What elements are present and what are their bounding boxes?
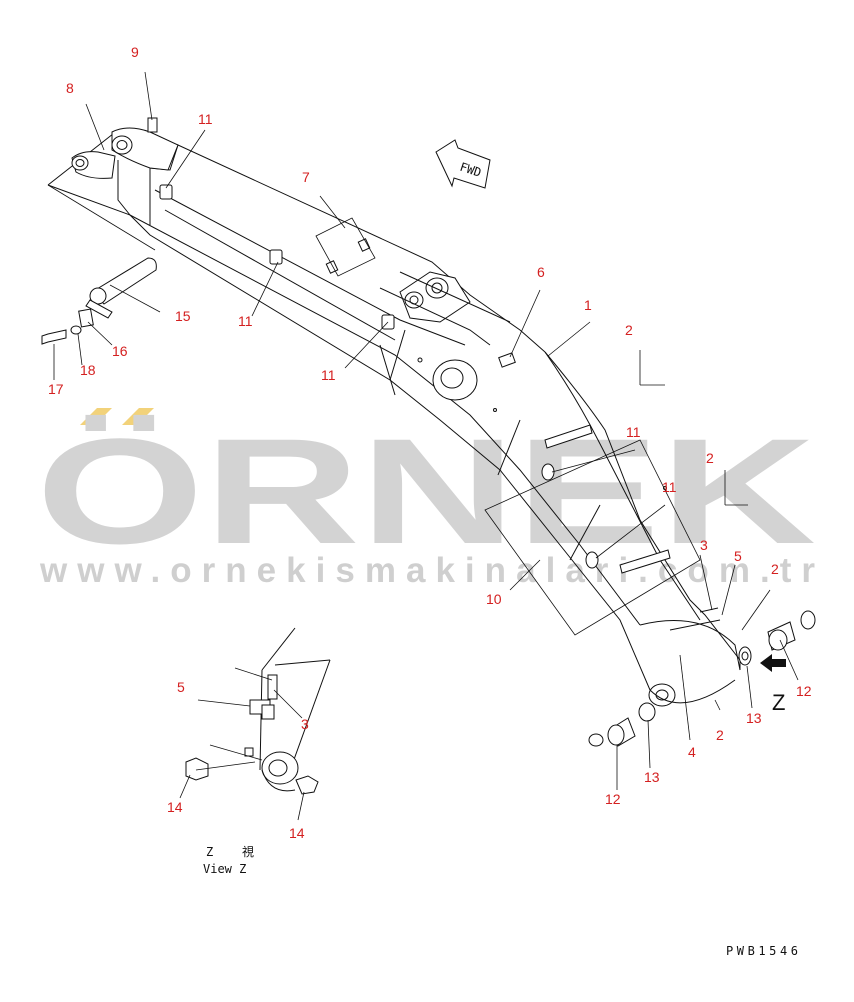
callout-11-right-lower: 11 xyxy=(662,479,677,495)
pin-and-fasteners xyxy=(41,257,157,345)
callout-1: 1 xyxy=(584,297,592,313)
boom-assembly xyxy=(47,117,741,707)
callout-10: 10 xyxy=(486,591,502,607)
view-z-inset xyxy=(185,627,331,795)
callout-5-inset: 5 xyxy=(177,679,185,695)
callout-18: 18 xyxy=(80,362,96,378)
callouts: 9 8 11 7 6 1 2 11 15 16 11 18 17 11 2 11… xyxy=(48,44,812,841)
callout-2-upper: 2 xyxy=(625,322,633,338)
callout-11-top: 11 xyxy=(198,111,213,127)
callout-4: 4 xyxy=(688,744,696,760)
watermark-brand: ÖRNEK xyxy=(36,407,816,575)
callout-11-right: 11 xyxy=(626,424,641,440)
callout-14-right: 14 xyxy=(289,825,305,841)
callout-11-lower: 11 xyxy=(321,367,336,383)
fwd-direction-marker: FWD xyxy=(435,139,491,189)
watermark: ÖRNEK www.ornekismakinalari.com.tr xyxy=(36,407,816,590)
callout-2-mid: 2 xyxy=(706,450,714,466)
view-z-arrow xyxy=(760,654,786,672)
callout-5: 5 xyxy=(734,548,742,564)
callout-12-right: 12 xyxy=(796,683,812,699)
bushings xyxy=(588,610,816,747)
callout-12-left: 12 xyxy=(605,791,621,807)
callout-8: 8 xyxy=(66,80,74,96)
callout-14-left: 14 xyxy=(167,799,183,815)
callout-6: 6 xyxy=(537,264,545,280)
callout-2-lower: 2 xyxy=(716,727,724,743)
view-z-label-en: View Z xyxy=(203,862,246,876)
callout-15: 15 xyxy=(175,308,191,324)
callout-2-right: 2 xyxy=(771,561,779,577)
callout-3-inset: 3 xyxy=(301,716,309,732)
watermark-accent-right xyxy=(122,408,154,425)
callout-9: 9 xyxy=(131,44,139,60)
callout-13-right: 13 xyxy=(746,710,762,726)
callout-17: 17 xyxy=(48,381,64,397)
callout-13-left: 13 xyxy=(644,769,660,785)
leader-lines xyxy=(53,71,799,821)
watermark-accent-left xyxy=(80,408,112,425)
callout-7: 7 xyxy=(302,169,310,185)
callout-11-mid: 11 xyxy=(238,313,253,329)
callout-3: 3 xyxy=(700,537,708,553)
view-z-label-cjk: Z 視 xyxy=(206,844,254,859)
callout-16: 16 xyxy=(112,343,128,359)
fwd-label: FWD xyxy=(458,160,483,180)
drawing-code: PWB1546 xyxy=(726,944,798,958)
view-z-letter: Z xyxy=(772,690,785,715)
